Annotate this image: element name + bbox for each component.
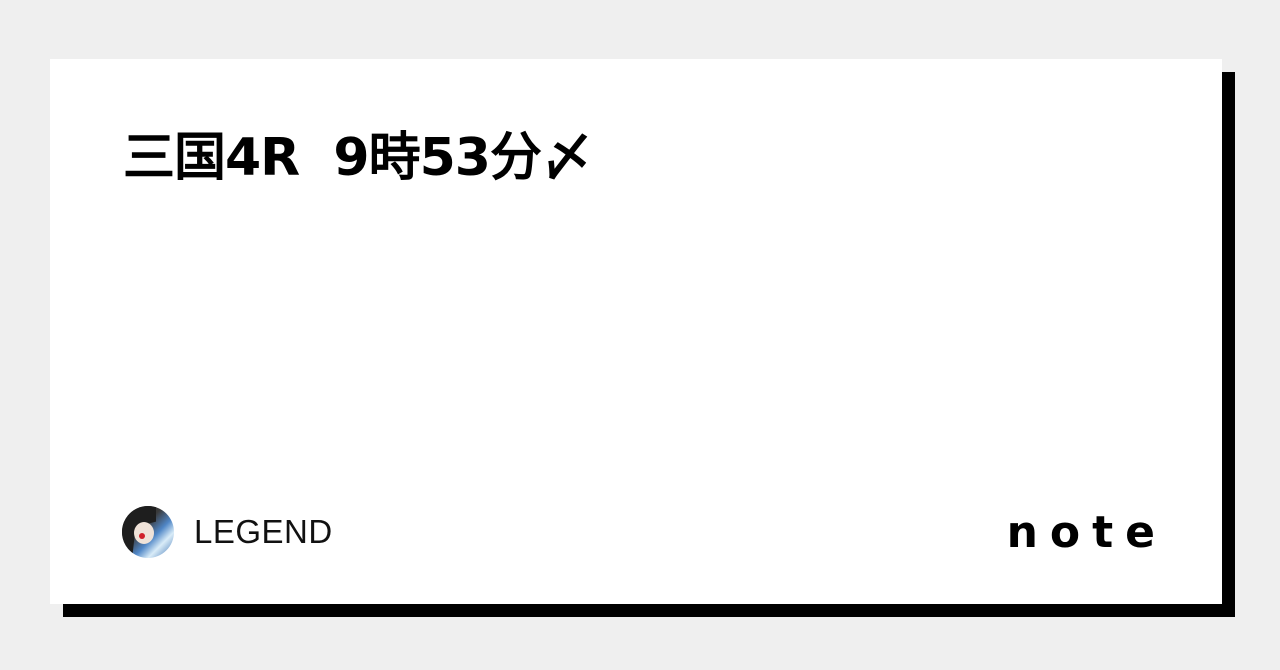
author-name[interactable]: LEGEND xyxy=(194,513,333,550)
author-info[interactable]: LEGEND xyxy=(122,506,333,558)
avatar[interactable] xyxy=(122,506,174,558)
note-logo: note xyxy=(1006,507,1167,558)
article-card[interactable]: 三国4R 9時53分〆 LEGEND note xyxy=(50,59,1222,604)
article-title: 三国4R 9時53分〆 xyxy=(123,128,593,188)
avatar-eye xyxy=(139,533,145,539)
